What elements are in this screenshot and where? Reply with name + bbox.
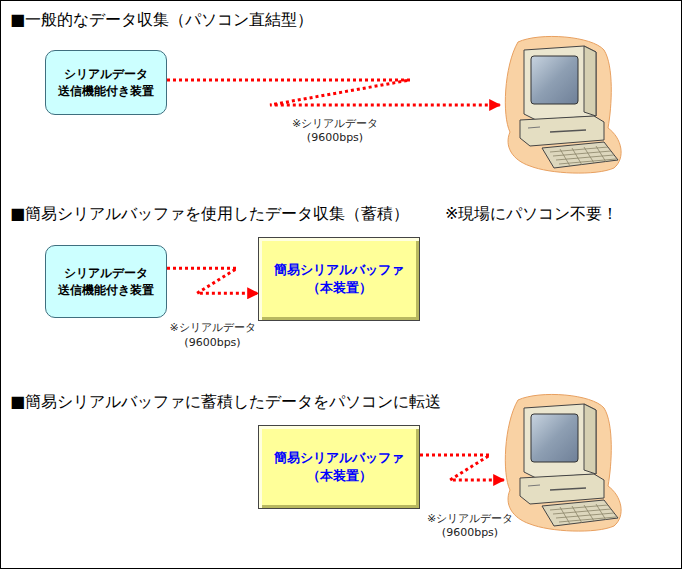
- box-text: 簡易シリアルバッファ （本装置）: [274, 449, 404, 484]
- serial-link: [167, 268, 258, 293]
- box-text: 簡易シリアルバッファ （本装置）: [274, 261, 404, 296]
- box-text: シリアルデータ 送信機能付き装置: [54, 66, 158, 98]
- computer-illustration: [505, 36, 621, 173]
- serial-link: [420, 455, 504, 480]
- buffer-device-box: 簡易シリアルバッファ （本装置）: [258, 425, 420, 509]
- signal-note: ※シリアルデータ (9600bps): [285, 117, 385, 146]
- signal-note: ※シリアルデータ (9600bps): [420, 512, 520, 541]
- signal-note: ※シリアルデータ (9600bps): [163, 321, 263, 350]
- section-heading: ■簡易シリアルバッファを使用したデータ収集（蓄積）: [10, 204, 409, 225]
- serial-device-box: シリアルデータ 送信機能付き装置: [45, 50, 167, 115]
- buffer-device-box: 簡易シリアルバッファ （本装置）: [258, 237, 420, 321]
- box-text: シリアルデータ 送信機能付き装置: [54, 265, 158, 297]
- note-text: ※現場にパソコン不要！: [445, 204, 618, 225]
- section-heading: ■一般的なデータ収集（パソコン直結型）: [10, 10, 313, 31]
- computer-illustration: [505, 394, 621, 531]
- serial-link: [167, 80, 500, 105]
- section-heading: ■簡易シリアルバッファに蓄積したデータをパソコンに転送: [10, 392, 441, 413]
- serial-device-box: シリアルデータ 送信機能付き装置: [45, 245, 167, 318]
